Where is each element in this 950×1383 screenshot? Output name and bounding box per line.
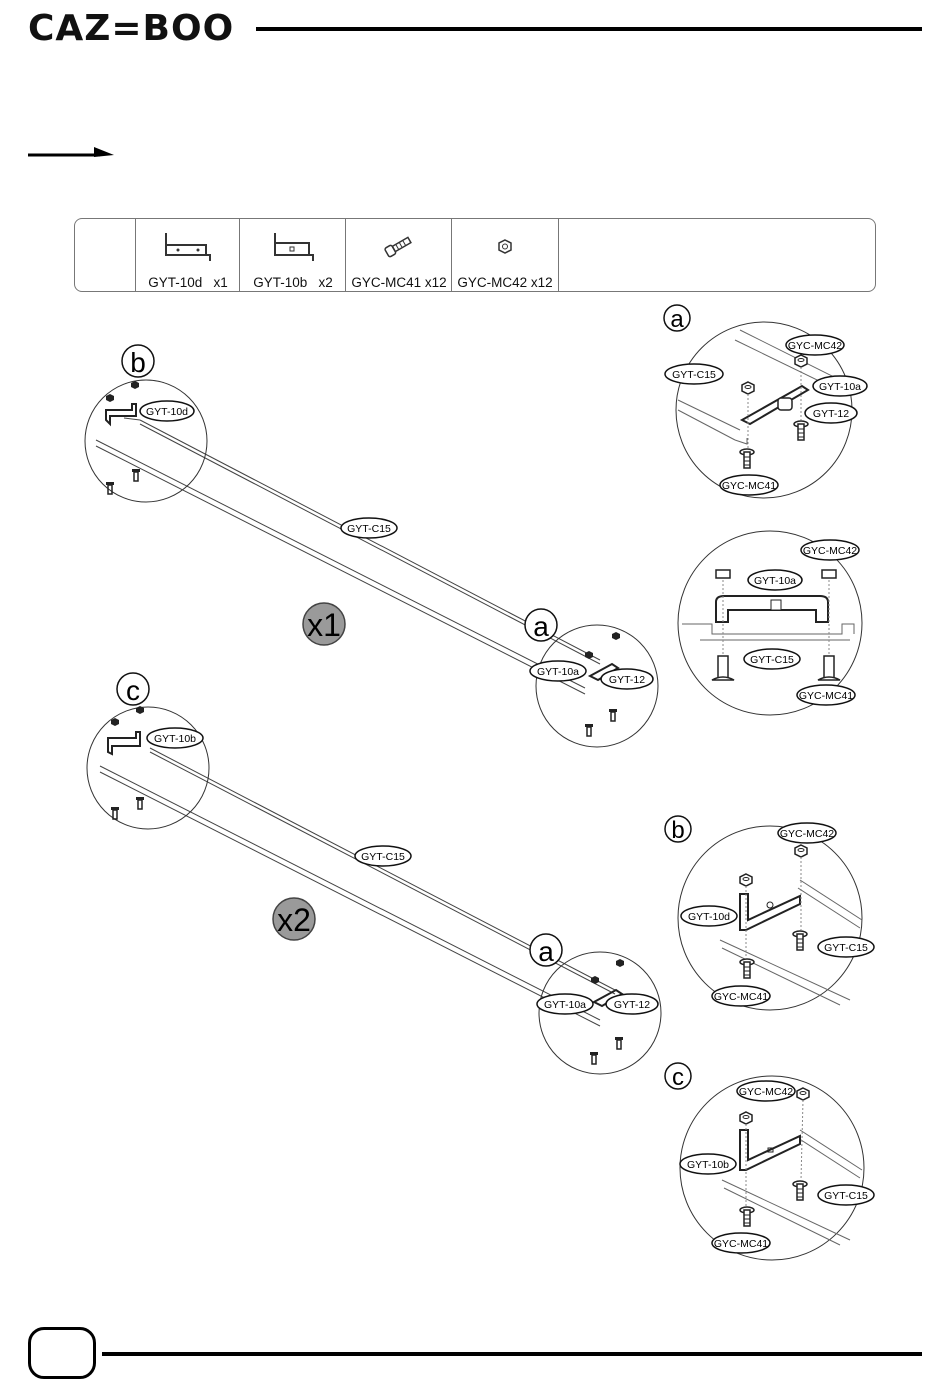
- callout: GYT-C15: [818, 1185, 874, 1205]
- marker-a-label: a: [670, 306, 684, 333]
- callout-label: GYC-MC42: [780, 828, 834, 840]
- callout-label: GYT-12: [609, 674, 645, 686]
- callout-label: GYT-12: [614, 999, 650, 1011]
- detail-a-section: GYC-MC42 GYT-10a GYT-C15 GYC-MC41: [678, 531, 862, 715]
- marker-c-label: c: [672, 1064, 684, 1091]
- detail-circle-c: [87, 707, 209, 829]
- multiplier-label: x2: [277, 902, 311, 938]
- marker-c-label: c: [126, 675, 140, 706]
- callout: GYT-C15: [341, 518, 397, 538]
- callout: GYC-MC42: [786, 335, 844, 355]
- callout-label: GYT-10a: [537, 666, 579, 678]
- multiplier-label: x1: [307, 607, 341, 643]
- marker-a-label: a: [533, 611, 549, 642]
- detail-a: a GYT-C15 GYC-MC42 GYT-10a GYT-12 GYC-MC…: [664, 305, 867, 498]
- callout-label: GYT-12: [813, 408, 849, 420]
- detail-b: b GYC-MC42 GYT-10d GYT-C15 GYC-MC41: [665, 816, 874, 1010]
- callout-label: GYC-MC42: [803, 545, 857, 557]
- callout: GYC-MC42: [778, 823, 836, 843]
- callout: GYT-12: [805, 403, 857, 423]
- callout: GYT-12: [601, 669, 653, 689]
- bracket-10b-icon: [108, 732, 140, 754]
- callout: GYT-C15: [355, 846, 411, 866]
- callout: GYT-12: [606, 994, 658, 1014]
- bracket-10d-icon: [106, 404, 136, 424]
- callout-label: GYT-C15: [750, 654, 794, 666]
- callout: GYT-C15: [665, 364, 723, 384]
- callout: GYC-MC41: [720, 475, 778, 495]
- callout: GYT-10b: [680, 1154, 736, 1174]
- callout: GYC-MC41: [712, 986, 770, 1006]
- callout-label: GYT-10a: [754, 575, 796, 587]
- callout-label: GYC-MC41: [714, 1238, 768, 1250]
- page-number-box: [28, 1327, 96, 1379]
- callout: GYT-10a: [537, 994, 593, 1014]
- callout: GYT-C15: [818, 937, 874, 957]
- assembly-1: b GYT-10d GYT-C15 x1 a GYT-10a GYT-12: [85, 345, 658, 747]
- callout-label: GYT-10b: [687, 1159, 729, 1171]
- callout-label: GYT-C15: [672, 369, 716, 381]
- callout-label: GYT-10b: [154, 733, 196, 745]
- callout: GYT-10a: [748, 570, 802, 590]
- bracket-10d-icon: [740, 894, 800, 930]
- callout-label: GYT-10d: [688, 911, 730, 923]
- callout-label: GYT-C15: [347, 523, 391, 535]
- callout-label: GYT-10d: [146, 406, 188, 418]
- callout: GYC-MC41: [797, 685, 855, 705]
- callout-label: GYT-10a: [544, 999, 586, 1011]
- marker-b-label: b: [671, 817, 684, 844]
- callout-label: GYC-MC41: [799, 690, 853, 702]
- callout: GYT-10a: [813, 376, 867, 396]
- callout-label: GYC-MC42: [739, 1086, 793, 1098]
- callout: GYC-MC41: [712, 1233, 770, 1253]
- bolt-icon: [818, 656, 840, 680]
- footer-rule: [102, 1352, 922, 1356]
- bracket-10b-icon: [740, 1130, 800, 1170]
- callout-label: GYC-MC42: [788, 340, 842, 352]
- callout-label: GYC-MC41: [714, 991, 768, 1003]
- callout: GYT-C15: [744, 649, 800, 669]
- detail-circle-b: [85, 380, 207, 502]
- callout-label: GYT-10a: [819, 381, 861, 393]
- callout: GYC-MC42: [737, 1081, 795, 1101]
- callout-label: GYT-C15: [824, 942, 868, 954]
- detail-c: c GYC-MC42 GYT-10b GYT-C15 GYC-MC41: [665, 1063, 874, 1260]
- assembly-2: c GYT-10b GYT-C15 x2 a GYT-10a GYT-12: [87, 673, 661, 1074]
- callout: GYT-10d: [140, 401, 194, 421]
- callout: GYT-10b: [147, 728, 203, 748]
- callout: GYC-MC42: [801, 540, 859, 560]
- callout-label: GYT-C15: [361, 851, 405, 863]
- callout-label: GYT-C15: [824, 1190, 868, 1202]
- bolt-icon: [712, 656, 734, 680]
- marker-b-label: b: [130, 347, 146, 378]
- callout-label: GYC-MC41: [722, 480, 776, 492]
- callout: GYT-10d: [681, 906, 737, 926]
- callout: GYT-10a: [530, 661, 586, 681]
- marker-a-label: a: [538, 936, 554, 967]
